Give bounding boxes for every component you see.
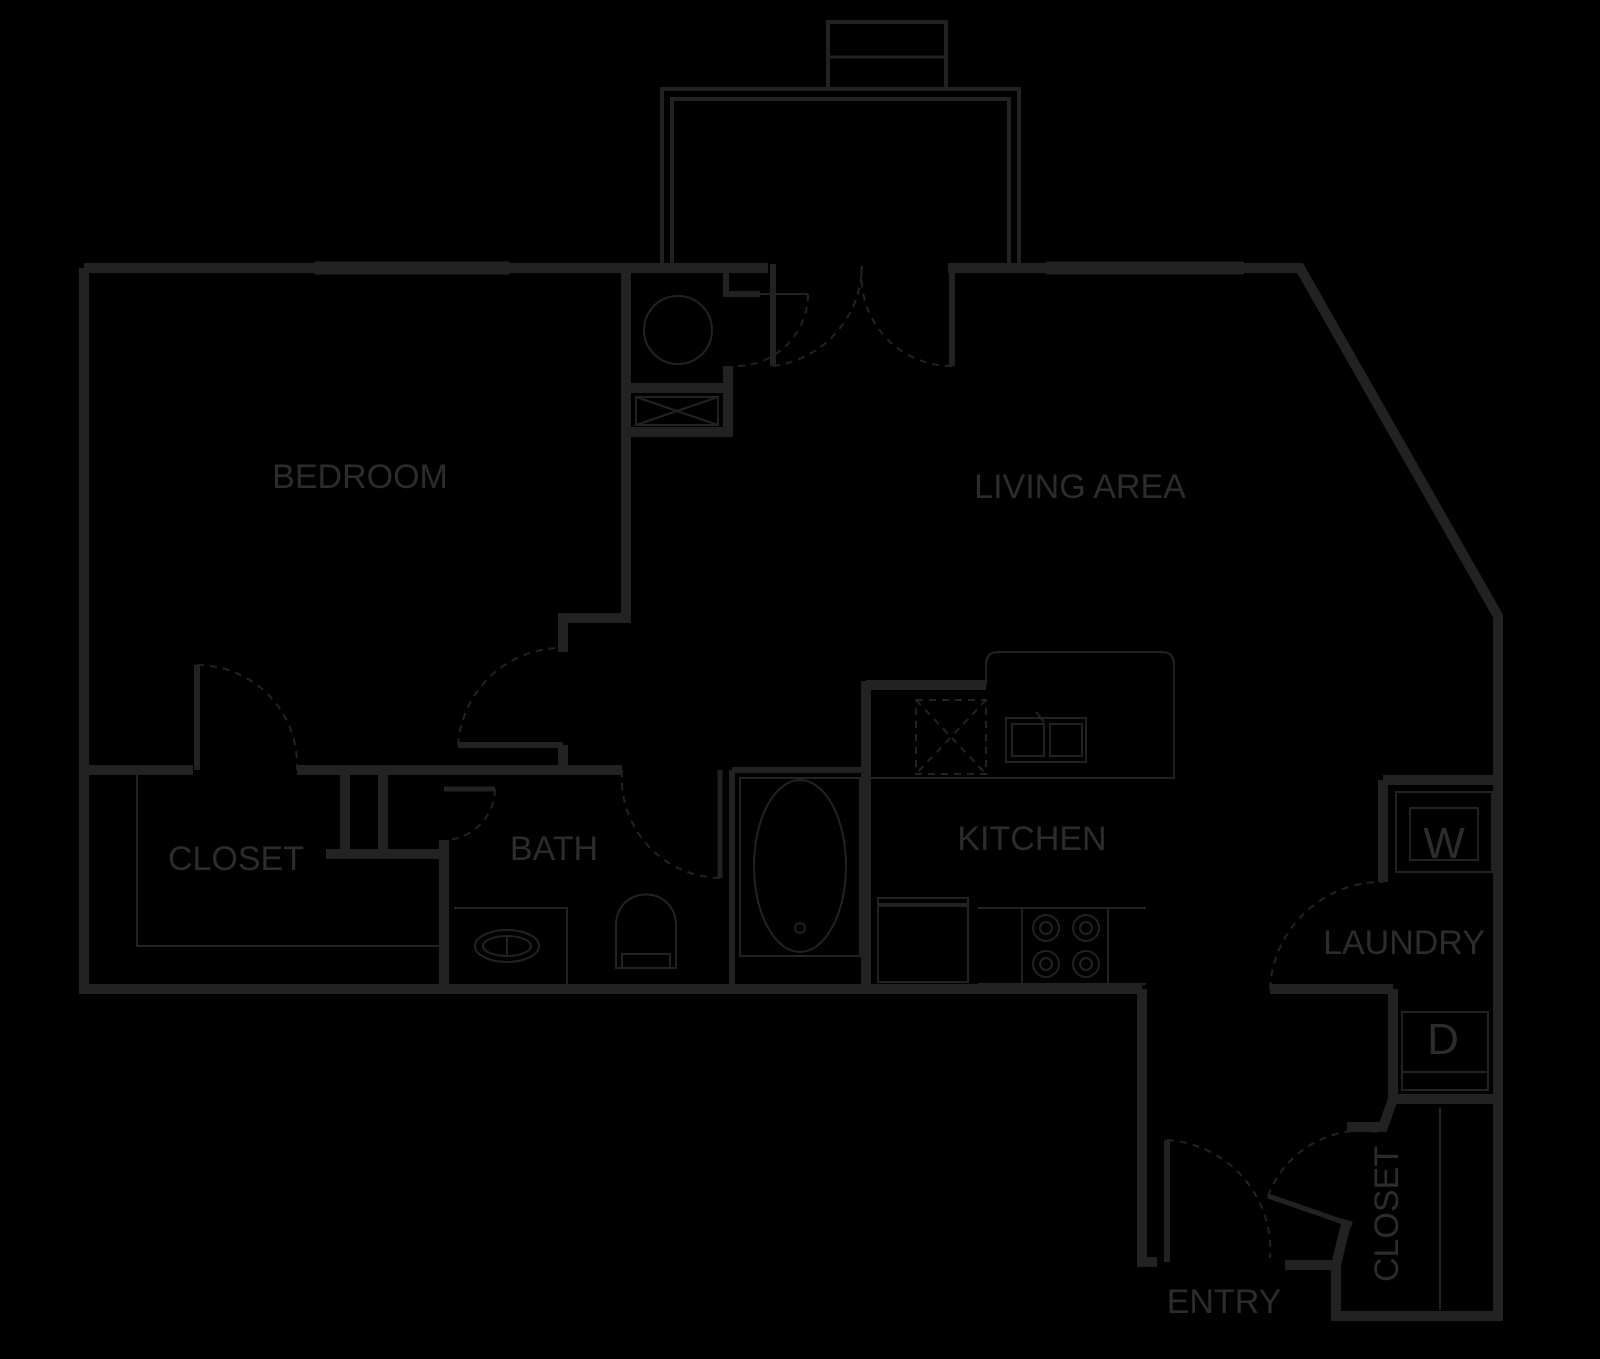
interior-walls: [84, 268, 1498, 1267]
balcony: [660, 20, 1021, 264]
washer-box: [1395, 791, 1493, 873]
washer-label: W: [1423, 819, 1465, 868]
label-bedroom: BEDROOM: [272, 458, 448, 496]
fixtures: [136, 295, 1493, 1310]
exterior-walls: [79, 261, 1503, 1321]
label-living-area: LIVING AREA: [974, 468, 1186, 506]
room-labels: BEDROOM LIVING AREA CLOSET BATH KITCHEN …: [168, 458, 1485, 1321]
dryer-label: D: [1427, 1015, 1459, 1064]
label-laundry: LAUNDRY: [1323, 924, 1485, 962]
label-entry: ENTRY: [1167, 1283, 1282, 1321]
label-bath: BATH: [510, 830, 598, 868]
label-closet-entry: CLOSET: [1368, 1146, 1406, 1282]
label-closet-bedroom: CLOSET: [168, 840, 304, 878]
doors: [194, 264, 1388, 1262]
dryer-box: [1401, 1011, 1489, 1091]
label-kitchen: KITCHEN: [957, 820, 1106, 858]
